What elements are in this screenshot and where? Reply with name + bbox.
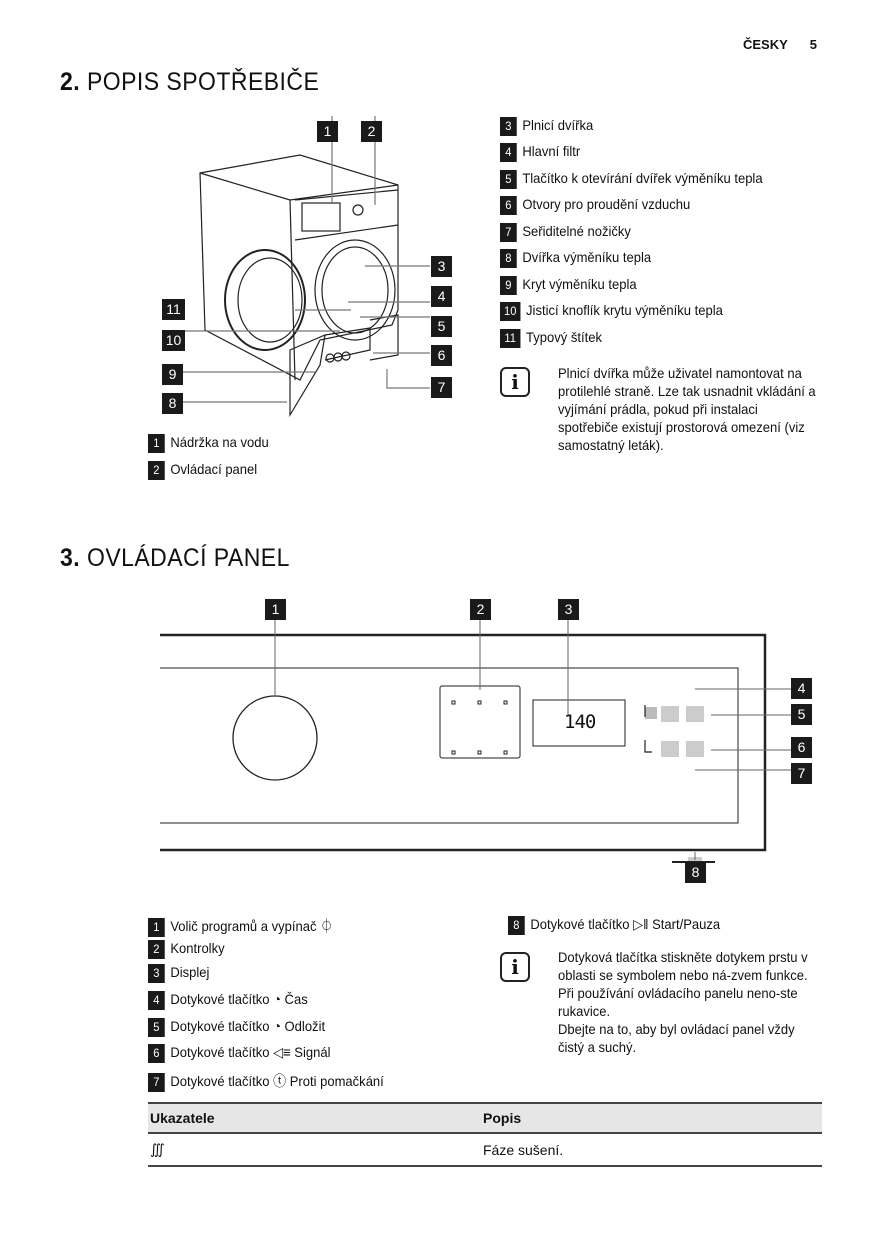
panel-callout-1: 1	[265, 599, 286, 620]
section-title: OVLÁDACÍ PANEL	[86, 544, 290, 572]
panel-callout-3: 3	[558, 599, 579, 620]
language-label: ČESKY	[742, 37, 788, 52]
program-knob	[232, 695, 318, 781]
info-note: Dotyková tlačítka stiskněte dotykem prst…	[558, 949, 808, 1055]
dryer-callout-3: 3	[431, 256, 452, 277]
info-note: Plnicí dvířka může uživatel namontovat n…	[558, 365, 816, 453]
page-number: 5	[809, 37, 817, 52]
section-title: POPIS SPOTŘEBIČE	[86, 68, 320, 96]
dryer-callout-2: 2	[361, 121, 382, 142]
dryer-callout-1: 1	[317, 121, 338, 142]
dryer-callout-8: 8	[162, 393, 183, 414]
info-icon: i	[500, 367, 530, 397]
dryer-callout-9: 9	[162, 364, 183, 385]
section-3-heading: 3. OVLÁDACÍ PANEL	[60, 544, 290, 573]
dryer-callout-11: 11	[162, 299, 185, 320]
page-header: ČESKY 5	[743, 37, 817, 52]
dryer-callout-6: 6	[431, 345, 452, 366]
section-number: 3.	[60, 544, 81, 572]
table-row: ∭Fáze sušení.	[148, 1133, 822, 1167]
section-number: 2.	[60, 68, 81, 96]
panel-callout-5: 5	[791, 704, 812, 725]
control-panel-diagram	[160, 610, 795, 873]
dryer-callout-5: 5	[431, 316, 452, 337]
drying-phase-icon: ∭	[148, 1133, 481, 1167]
dryer-callout-7: 7	[431, 377, 452, 398]
table-header: Ukazatele	[148, 1102, 481, 1134]
section-2-heading: 2. POPIS SPOTŘEBIČE	[60, 68, 319, 97]
panel-callout-8: 8	[685, 862, 706, 883]
panel-callout-2: 2	[470, 599, 491, 620]
dryer-callout-10: 10	[162, 330, 185, 351]
display-readout: 140	[564, 711, 596, 733]
panel-callout-6: 6	[791, 737, 812, 758]
panel-callout-4: 4	[791, 678, 812, 699]
info-icon: i	[500, 952, 530, 982]
table-header: Popis	[481, 1102, 822, 1134]
dryer-illustration	[182, 116, 430, 418]
dryer-callout-4: 4	[431, 286, 452, 307]
panel-callout-7: 7	[791, 763, 812, 784]
